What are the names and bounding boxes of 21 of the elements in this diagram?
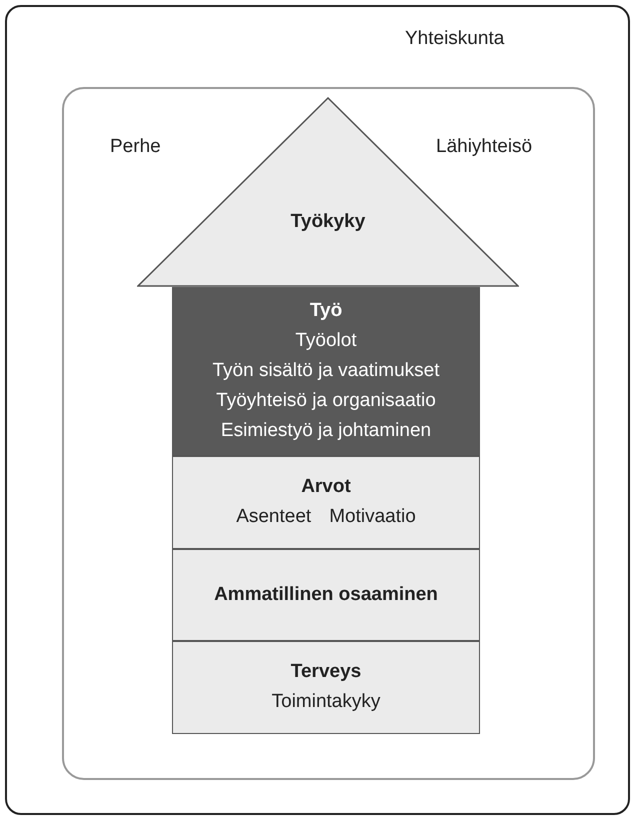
area-label: Lähiyhteisö	[436, 137, 532, 158]
floor-item: Työolot	[295, 331, 357, 352]
floor-item: Työyhteisö ja organisaatio	[216, 390, 436, 412]
floor-heading: Ammatillinen osaaminen	[214, 584, 438, 606]
floor-heading: Arvot	[301, 477, 351, 498]
area-label: Perhe	[110, 137, 161, 158]
inner-frame	[62, 87, 595, 780]
area-label: Yhteiskunta	[405, 29, 504, 50]
floor-item: Esimiestyö ja johtaminen	[220, 420, 432, 442]
floor-item: Toimintakyky	[272, 692, 380, 713]
roof-label: Työkyky	[290, 212, 366, 233]
floor-item: Motivaatio	[329, 507, 416, 528]
floor-item: Asenteet	[236, 507, 312, 528]
floor-box	[172, 641, 480, 734]
floor-heading: Työ	[310, 301, 342, 322]
floor-item: Työn sisältö ja vaatimukset	[212, 361, 440, 382]
floor-box	[172, 287, 480, 456]
floor-box	[172, 456, 480, 549]
floor-heading: Terveys	[290, 662, 362, 683]
outer-frame	[5, 5, 630, 815]
floor-box	[172, 549, 480, 641]
